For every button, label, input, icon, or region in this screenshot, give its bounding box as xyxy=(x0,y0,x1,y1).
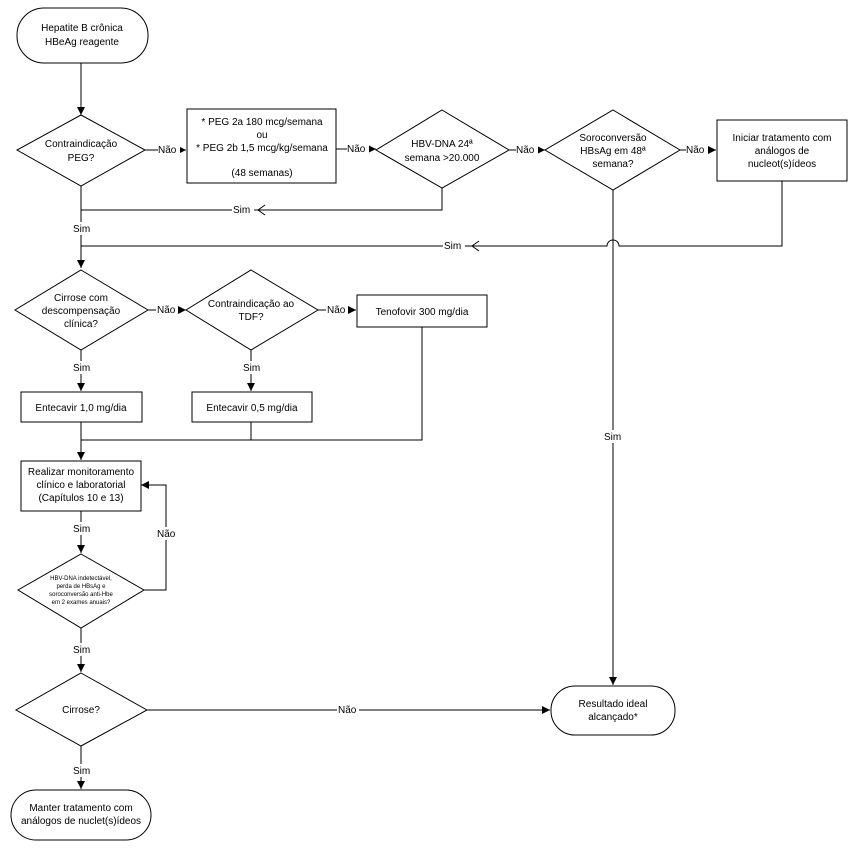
process-tenofovir-text: Tenofovir 300 mg/dia xyxy=(376,307,469,318)
terminal-ideal-result: Resultado ideal alcançado* xyxy=(550,685,676,736)
edge-label-sim-cirrose: Sim xyxy=(73,766,90,777)
edge-label-nao-hbv24: Não xyxy=(516,145,535,156)
edge-label-sim-hbv24: Sim xyxy=(233,205,250,216)
decision-hbvindet-line3: soroconversão anti-Hbe xyxy=(49,592,113,598)
decision-soro-line2: HBsAg em 48ª xyxy=(580,146,646,157)
node-start-line1: Hepatite B crônica xyxy=(41,23,123,34)
decision-hbvindet-line1: HBV-DNA indetectável, xyxy=(50,576,112,582)
process-entecavir-1: Entecavir 1,0 mg/dia xyxy=(20,391,143,423)
edge-labels: Não Não Não Não Sim Sim Sim Não Não Sim … xyxy=(72,142,708,777)
decision-tdf-contraindication: Contraindicação ao TDF? xyxy=(185,269,319,351)
decision-soro-line3: semana? xyxy=(592,159,634,170)
terminal-maintain-treatment: Manter tratamento com análogos de nuclet… xyxy=(10,789,152,841)
edge-label-sim-hbvindet: Sim xyxy=(73,645,90,656)
decision-cirrhosis: Cirrose? xyxy=(14,672,149,747)
edge-label-sim-sorocon: Sim xyxy=(604,432,621,443)
terminal-resultado-line1: Resultado ideal xyxy=(579,699,648,710)
decision-peg-line2: PEG? xyxy=(68,153,95,164)
decision-peg-contraindication: Contraindicação PEG? xyxy=(15,114,147,187)
decision-soro-line1: Soroconversão xyxy=(579,133,647,144)
terminal-manter-line2: análogos de nuclet(s)ídeos xyxy=(21,816,141,827)
process-peg-line5: (48 semanas) xyxy=(231,168,292,179)
process-iniciar-line1: Iniciar tratamento com xyxy=(733,133,832,144)
edge-label-nao-hbvindet: Não xyxy=(157,529,176,540)
process-entecavir-05: Entecavir 0,5 mg/dia xyxy=(191,391,313,423)
edge-iniciar-sim-arrowhead xyxy=(471,240,480,252)
decision-cirrose-text: Cirrose? xyxy=(62,705,100,716)
node-start-line2: HBeAg reagente xyxy=(45,37,119,48)
edge-label-nao-sorocon: Não xyxy=(686,145,705,156)
edge-label-nao-peg: Não xyxy=(158,145,177,156)
process-monitoring: Realizar monitoramento clínico e laborat… xyxy=(20,460,142,512)
decision-tdf-line2: TDF? xyxy=(239,312,264,323)
decision-cirrdesc-line3: clínica? xyxy=(64,319,98,330)
process-monitor-line2: clínico e laboratorial xyxy=(37,480,126,491)
process-start-analogs: Iniciar tratamento com análogos de nucle… xyxy=(716,119,848,182)
edge-label-nao-tdf: Não xyxy=(327,305,346,316)
edge-label-nao-cirrose: Não xyxy=(338,705,357,716)
process-peg-regimen: * PEG 2a 180 mcg/semana ou * PEG 2b 1,5 … xyxy=(186,108,337,184)
process-entecavir05-text: Entecavir 0,5 mg/dia xyxy=(206,403,298,414)
process-monitor-line1: Realizar monitoramento xyxy=(28,467,135,478)
decision-hbv-undetectable: HBV-DNA indetectável, perda de HBsAg e s… xyxy=(17,553,145,629)
decision-hbvindet-line2: perda de HBsAg e xyxy=(56,584,106,590)
decision-hbv24-line2: semana >20.000 xyxy=(405,153,480,164)
process-tenofovir: Tenofovir 300 mg/dia xyxy=(356,294,488,328)
edge-label-sim-cirrdesc: Sim xyxy=(73,363,90,374)
edge-label-sim-monitor: Sim xyxy=(73,524,90,535)
process-iniciar-line2: análogos de xyxy=(755,146,810,157)
decision-cirrdesc-line1: Cirrose com xyxy=(54,293,108,304)
edge-iniciar-sim xyxy=(81,181,783,247)
decision-hbv24-line1: HBV-DNA 24ª xyxy=(411,139,473,150)
terminal-manter-line1: Manter tratamento com xyxy=(29,803,132,814)
process-peg-line2: ou xyxy=(256,130,267,141)
process-peg-line1: * PEG 2a 180 mcg/semana xyxy=(201,117,323,128)
edge-hbv24-sim-arrowhead xyxy=(257,204,266,216)
edge-label-sim-tdf: Sim xyxy=(243,363,260,374)
decision-decompensated-cirrhosis: Cirrose com descompensação clínica? xyxy=(14,269,149,351)
edge-label-nao-cirrdesc: Não xyxy=(157,305,176,316)
decision-tdf-line1: Contraindicação ao xyxy=(208,299,295,310)
edge-hbv24-sim xyxy=(81,188,443,211)
process-iniciar-line3: nucleot(s)ídeos xyxy=(748,159,816,170)
process-peg-line3: * PEG 2b 1,5 mcg/kg/semana xyxy=(196,143,328,154)
decision-peg-line1: Contraindicação xyxy=(45,139,118,150)
terminal-resultado-line2: alcançado* xyxy=(588,712,638,723)
process-entecavir10-text: Entecavir 1,0 mg/dia xyxy=(35,403,127,414)
decision-hbvindet-line4: em 2 exames anuais? xyxy=(52,600,111,606)
edge-label-nao-pegbox: Não xyxy=(347,144,366,155)
decision-cirrdesc-line2: descompensação xyxy=(42,306,121,317)
edge-tenofovir-merge xyxy=(81,327,423,441)
decision-soroconversion: Soroconversão HBsAg em 48ª semana? xyxy=(544,109,681,191)
node-start: Hepatite B crônica HBeAg reagente xyxy=(16,7,149,64)
edge-label-sim-iniciar: Sim xyxy=(444,241,461,252)
edge-label-sim-peg: Sim xyxy=(73,224,90,235)
process-monitor-line3: (Capítulos 10 e 13) xyxy=(38,493,123,504)
decision-hbv-dna-24: HBV-DNA 24ª semana >20.000 xyxy=(375,109,510,189)
